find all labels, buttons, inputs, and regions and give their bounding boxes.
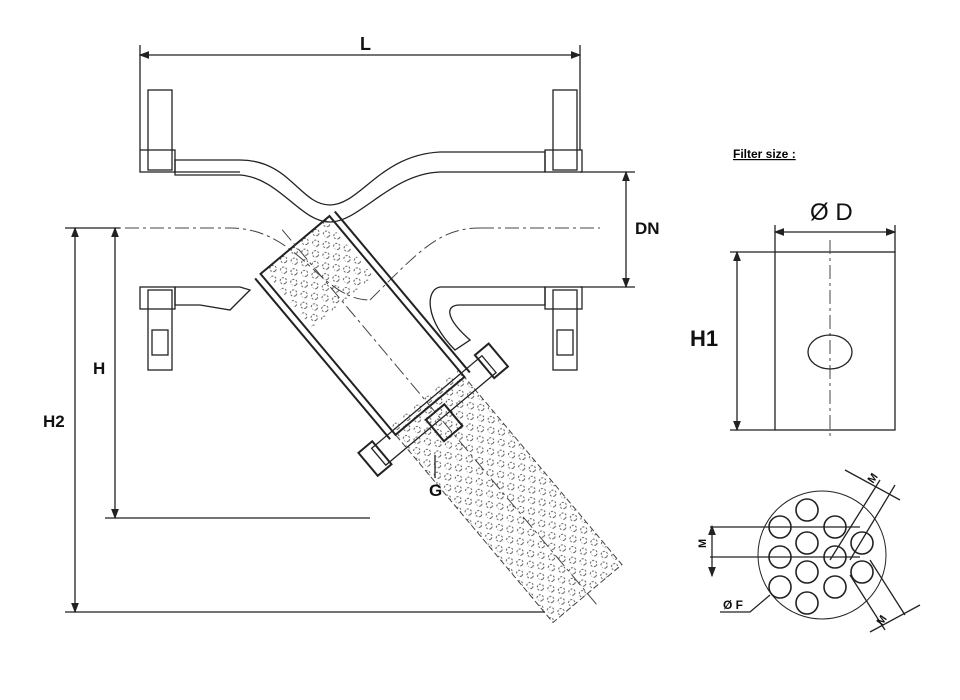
perforation-detail	[708, 469, 921, 633]
label-filter-height: H1	[690, 326, 718, 351]
label-filter-diameter: Ø D	[810, 199, 853, 226]
label-dn: DN	[635, 219, 660, 238]
label-mesh-pitch-bottom: M	[875, 613, 890, 627]
label-h2: H2	[43, 412, 65, 431]
label-l: L	[360, 34, 371, 54]
strainer-screen	[254, 210, 623, 624]
filter-size-heading: Filter size :	[733, 147, 796, 161]
label-mesh-pitch-vertical: M	[697, 539, 709, 548]
label-hole-diameter: Ø F	[723, 598, 743, 612]
filter-element-view	[730, 225, 897, 440]
dimensions	[65, 45, 635, 614]
label-g: G	[429, 481, 442, 500]
label-h: H	[93, 359, 105, 378]
